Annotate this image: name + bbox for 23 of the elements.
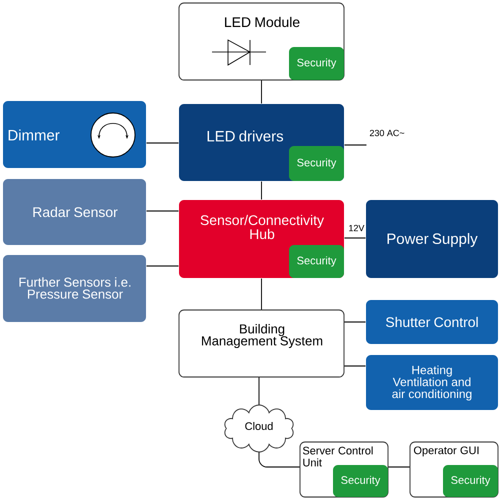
connector-line (258, 452, 300, 468)
connector-line (261, 181, 262, 200)
system-box: Building Management System (178, 310, 344, 378)
sensor-box: Radar Sensor (3, 179, 146, 245)
security-badge: Security (289, 245, 344, 278)
connector-line (258, 377, 260, 405)
edge-label: 12V (347, 224, 366, 232)
control-box: Heating Ventilation and air conditioning (366, 355, 498, 410)
security-badge: Security (333, 465, 388, 497)
connector-line (261, 278, 262, 310)
connector-line (344, 144, 367, 146)
connector-line (261, 80, 262, 104)
power-supply-box: Power Supply (366, 200, 498, 278)
connector-line (146, 210, 179, 212)
security-badge: Security (289, 146, 344, 181)
security-badge: Security (443, 465, 498, 497)
security-badge: Security (289, 47, 344, 80)
control-box: Shutter Control (366, 300, 498, 344)
connector-line (146, 142, 179, 144)
edge-label: 230 AC~ (368, 128, 406, 138)
sensor-box: Further Sensors i.e. Pressure Sensor (3, 255, 146, 322)
connector-line (388, 466, 410, 468)
cloud: Cloud (224, 404, 294, 452)
